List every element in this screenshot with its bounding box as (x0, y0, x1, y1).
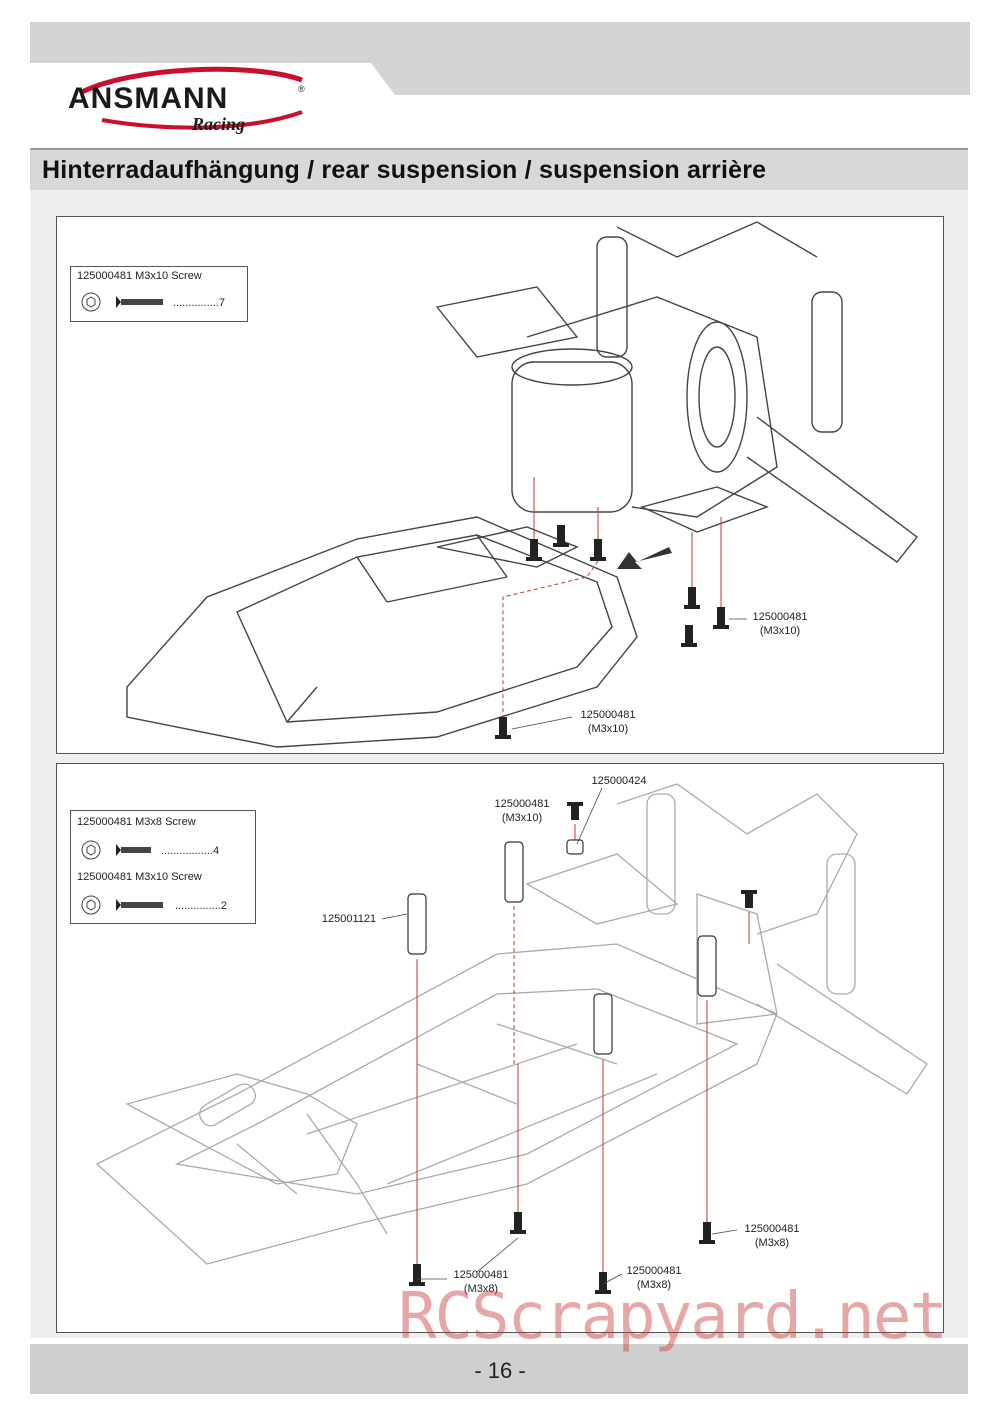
step-1-parts-legend: 125000481 M3x10 Screw ...............7 (70, 266, 248, 322)
step-2-callout: 125000481(M3x8) (626, 1265, 682, 1291)
logo-wordmark: ANSMANN (68, 82, 228, 115)
legend-quantity: ...............7 (173, 297, 225, 309)
header-band (30, 22, 970, 95)
screw-icon (81, 292, 163, 312)
step-2-callout: 125000481(M3x8) (453, 1269, 509, 1295)
step-2-callout: 125000424 (591, 775, 647, 787)
rear-gearbox-mount-diagram (126, 221, 918, 748)
legend-line: 125000481 M3x10 Screw (77, 270, 202, 282)
legend-quantity: ...............2 (175, 900, 227, 912)
step-1-callout-bottom: 125000481(M3x10) (580, 709, 636, 735)
legend-quantity: .................4 (161, 845, 220, 857)
legend-line: 125000481 M3x8 Screw (77, 816, 196, 828)
step-2-parts-legend: 125000481 M3x8 Screw .................4 … (70, 810, 256, 924)
screw-icon (81, 840, 151, 860)
watermark: RCScrapyard.net (398, 1280, 948, 1354)
step-1-callout-right: 125000481(M3x10) (752, 611, 808, 637)
logo-racing: Racing (191, 114, 245, 134)
step-2-callout: 125000481(M3x8) (744, 1223, 800, 1249)
screw-icon (81, 895, 163, 915)
footer-band (30, 1344, 968, 1394)
ansmann-racing-logo: ANSMANN ® Racing (62, 62, 312, 142)
page-number: - 16 - (474, 1358, 526, 1383)
svg-text:®: ® (298, 84, 305, 94)
section-title-bar: Hinterradaufhängung / rear suspension / … (30, 148, 968, 192)
legend-line: 125000481 M3x10 Screw (77, 871, 202, 883)
page-title: Hinterradaufhängung / rear suspension / … (42, 156, 767, 184)
step-2-callout: 125000481(M3x10) (494, 798, 550, 824)
rear-posts-diagram (95, 783, 928, 1294)
step-2-callout: 125001121 (321, 913, 377, 925)
